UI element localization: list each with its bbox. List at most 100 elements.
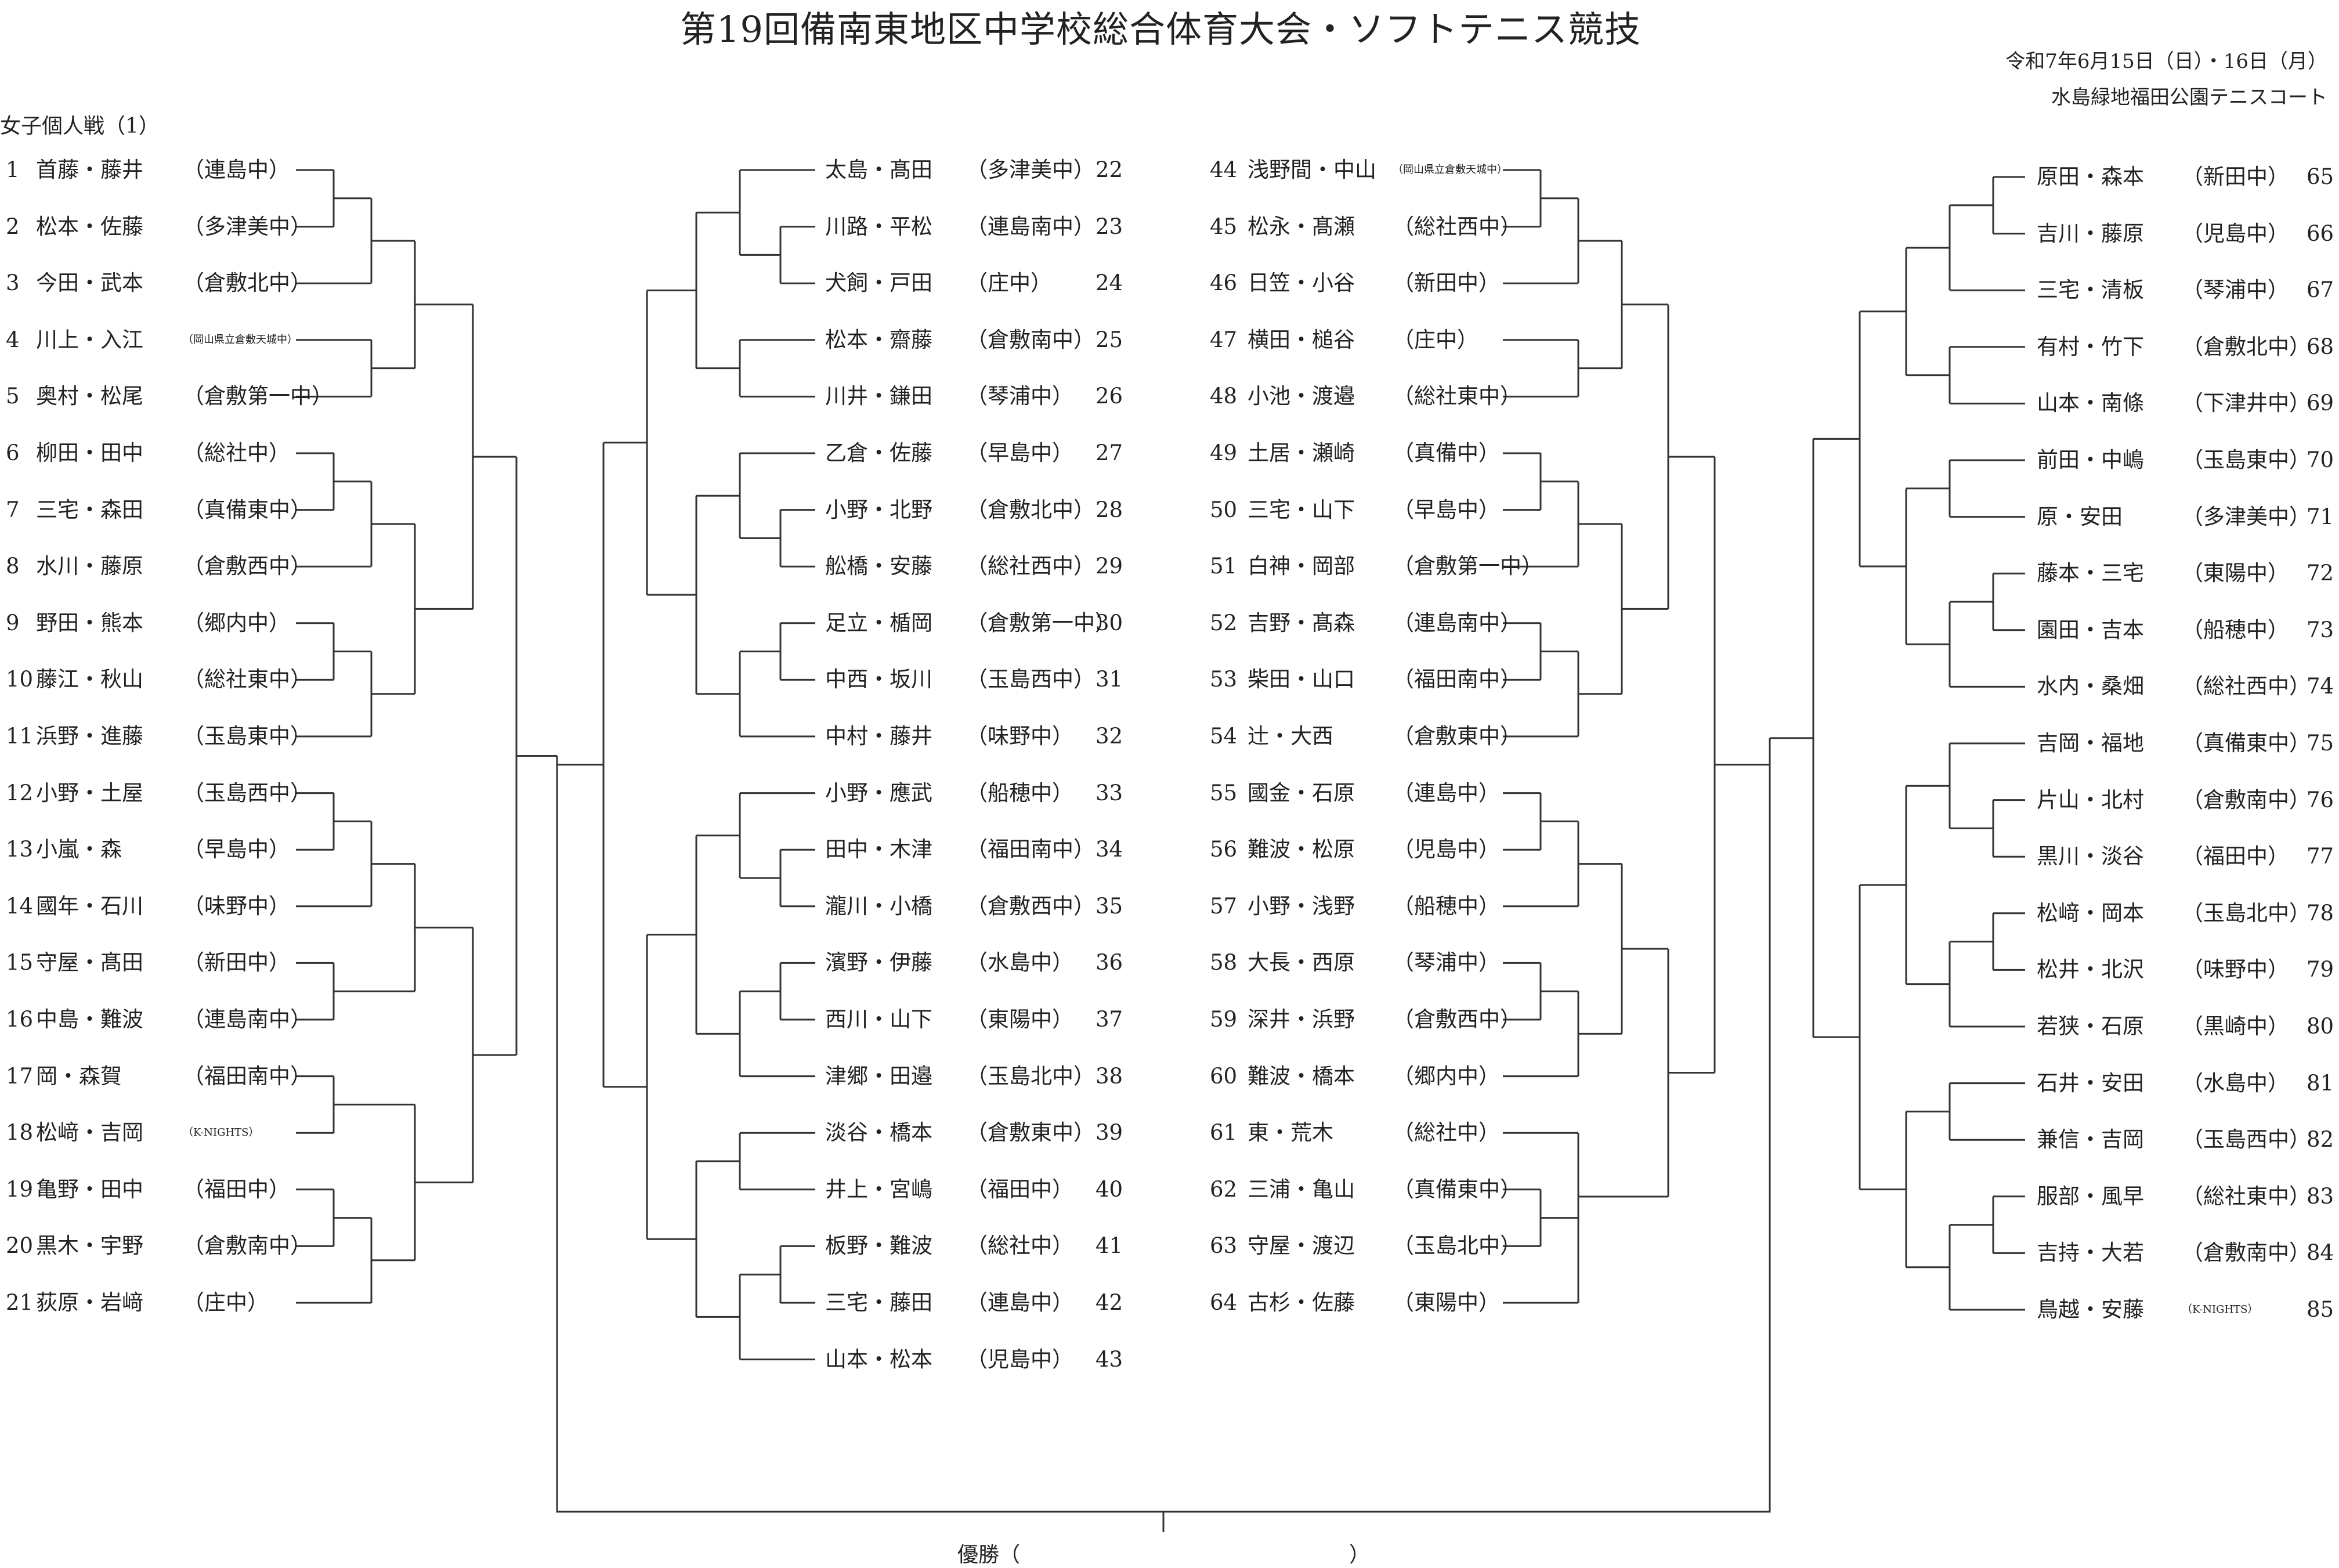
entry-school: （連島南中）	[966, 214, 1095, 239]
entry-players: 國金・石原	[1248, 780, 1355, 805]
bracket-line	[739, 339, 815, 398]
entry-school: （早島中）	[966, 440, 1073, 465]
entry-school: （新田中）	[2182, 164, 2289, 189]
entry-players: 片山・北村	[2037, 787, 2144, 812]
entry-number: 62	[1210, 1176, 1238, 1202]
bracket-line	[646, 934, 696, 1240]
entry-number: 75	[2307, 731, 2334, 756]
final-winner-close: ）	[1349, 1543, 1371, 1567]
entry-players: 兼信・吉岡	[2037, 1127, 2144, 1152]
entry-number: 79	[2307, 957, 2334, 982]
entry-number: 28	[1096, 497, 1123, 522]
entry-school: （東陽中）	[1393, 1290, 1500, 1315]
bracket-line	[1578, 948, 1669, 1198]
entry-players: 岡・森賀	[36, 1063, 122, 1089]
entry-players: 小野・浅野	[1248, 893, 1355, 919]
entry-players: 淡谷・橋本	[825, 1120, 932, 1146]
entry-number: 44	[1210, 157, 1238, 182]
entry-number: 63	[1210, 1233, 1238, 1259]
entry-number: 31	[1096, 667, 1123, 692]
entry-number: 27	[1096, 440, 1123, 465]
entry-school: （総社中）	[183, 440, 290, 465]
entry-number: 23	[1096, 214, 1123, 239]
entry-school: （真備中）	[1393, 440, 1500, 465]
entry-players: 松永・髙瀬	[1248, 214, 1355, 239]
bracket-line	[1905, 487, 1950, 645]
entry-school: （多津美中）	[966, 157, 1095, 182]
entry-number: 9	[6, 610, 20, 635]
entry-players: 藤江・秋山	[36, 667, 143, 692]
entry-school: （倉敷北中）	[966, 497, 1095, 522]
entry-school: （倉敷西中）	[1393, 1007, 1521, 1032]
entry-players: 古杉・佐藤	[1248, 1290, 1355, 1315]
entry-players: 藤本・三宅	[2037, 561, 2144, 586]
bracket-line	[334, 863, 416, 992]
entry-players: 松﨑・吉岡	[36, 1120, 143, 1146]
entry-players: 瀧川・小橋	[825, 893, 932, 919]
entry-number: 51	[1210, 554, 1238, 579]
tournament-venue: 水島緑地福田公園テニスコート	[2051, 86, 2327, 109]
entry-school: （玉島北中）	[1393, 1233, 1521, 1259]
entry-number: 30	[1096, 610, 1123, 635]
bracket-line	[1905, 785, 1950, 985]
entry-school: （真備東中）	[183, 497, 312, 522]
entry-school: （連島中）	[1393, 780, 1500, 805]
bracket-line	[739, 169, 815, 256]
entry-school: （下津井中）	[2182, 391, 2311, 416]
entry-school: （東陽中）	[966, 1007, 1073, 1032]
entry-school: （総社東中）	[1393, 384, 1521, 409]
entry-players: 田中・木津	[825, 837, 932, 862]
entry-players: 松井・北沢	[2037, 957, 2144, 982]
entry-school: （船穂中）	[2182, 617, 2289, 642]
entry-number: 17	[6, 1063, 34, 1089]
tournament-date: 令和7年6月15日（日）・16日（月）	[2005, 50, 2327, 73]
page-title: 第19回備南東地区中学校総合体育大会・ソフトテニス競技	[680, 8, 1641, 50]
bracket-line	[1992, 912, 2025, 971]
entry-number: 3	[6, 270, 20, 296]
entry-school: （総社東中）	[2182, 1183, 2311, 1209]
bracket-line	[1948, 1224, 2025, 1311]
entry-number: 77	[2307, 844, 2334, 869]
bracket-line	[1715, 737, 1813, 766]
entry-school: （K-NIGHTS）	[183, 1126, 259, 1139]
entry-number: 4	[6, 327, 20, 352]
entry-players: 若狭・石原	[2037, 1014, 2144, 1039]
entry-school: （庄中）	[183, 1290, 269, 1315]
bracket-line	[1992, 799, 2025, 858]
entry-number: 48	[1210, 384, 1238, 409]
entry-players: 小嵐・森	[36, 837, 122, 862]
entry-school: （玉島東中）	[2182, 447, 2311, 472]
bracket-line	[739, 1132, 815, 1191]
bracket-line	[415, 304, 474, 610]
entry-school: （総社西中）	[1393, 214, 1521, 239]
entry-players: 吉持・大若	[2037, 1240, 2144, 1266]
entry-school: （真備東中）	[2182, 731, 2311, 756]
bracket-line	[695, 494, 740, 695]
entry-school: （多津美中）	[183, 214, 312, 239]
bracket-line	[1948, 742, 2025, 829]
entry-players: 奥村・松尾	[36, 384, 143, 409]
bracket-line	[739, 452, 815, 539]
bracket-line	[1948, 1082, 2025, 1141]
entry-school: （東陽中）	[2182, 561, 2289, 586]
entry-players: 乙倉・佐藤	[825, 440, 932, 465]
entry-school: （総社西中）	[966, 554, 1095, 579]
entry-players: 柴田・山口	[1248, 667, 1355, 692]
entry-number: 38	[1096, 1063, 1123, 1089]
entry-players: 園田・吉本	[2037, 617, 2144, 642]
entry-number: 32	[1096, 724, 1123, 749]
entry-players: 犬飼・戸田	[825, 270, 932, 296]
bracket-line	[1668, 456, 1716, 1074]
entry-number: 64	[1210, 1290, 1238, 1315]
entry-number: 82	[2307, 1127, 2334, 1152]
entry-number: 1	[6, 157, 20, 182]
entry-school: （倉敷第一中）	[183, 384, 333, 409]
entry-players: 川井・鎌田	[825, 384, 932, 409]
entry-school: （味野中）	[966, 724, 1073, 749]
entry-number: 2	[6, 214, 20, 239]
bracket-line	[779, 509, 815, 568]
entry-school: （水島中）	[966, 950, 1073, 976]
bracket-line	[739, 651, 815, 738]
entry-school: （玉島北中）	[2182, 900, 2311, 926]
bracket-line	[1812, 438, 1860, 1038]
